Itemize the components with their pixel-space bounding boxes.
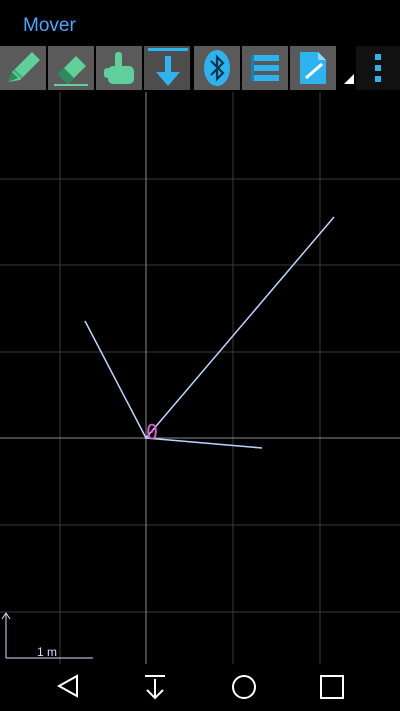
app-title: Mover (23, 15, 76, 36)
document-edit-icon (300, 52, 354, 84)
app-title-bar: Mover (0, 0, 400, 44)
eraser-tool-button[interactable] (48, 46, 94, 90)
scale-label: 1 m (37, 645, 57, 659)
back-triangle-icon (56, 674, 78, 698)
hand-pointer-icon (104, 52, 134, 84)
recents-square-icon (320, 675, 344, 699)
scale-indicator (1, 612, 93, 659)
drawn-path (84, 216, 335, 449)
document-edit-button[interactable] (290, 46, 354, 90)
download-arrow-icon (148, 48, 188, 86)
bluetooth-icon (204, 50, 230, 86)
origin-label: 0 (146, 420, 158, 444)
download-icon (145, 675, 165, 700)
download-tool-button[interactable] (144, 46, 190, 90)
eraser-icon (54, 56, 88, 86)
hand-tool-button[interactable] (96, 46, 142, 90)
bluetooth-button[interactable] (194, 46, 240, 90)
drawing-canvas[interactable]: 0 1 m (0, 92, 400, 664)
canvas-svg[interactable]: 0 1 m (0, 92, 400, 664)
home-circle-icon (232, 675, 256, 699)
back-button[interactable] (38, 664, 98, 711)
more-vertical-icon (375, 54, 381, 82)
pencil-icon (8, 52, 40, 82)
system-navigation-bar (0, 664, 400, 711)
recents-button[interactable] (302, 664, 362, 711)
list-icon (251, 55, 279, 81)
pencil-tool-button[interactable] (0, 46, 46, 90)
home-button[interactable] (214, 664, 274, 711)
list-button[interactable] (242, 46, 288, 90)
grid-lines (0, 92, 400, 664)
overflow-menu-button[interactable] (356, 46, 400, 90)
download-nav-button[interactable] (125, 664, 185, 711)
